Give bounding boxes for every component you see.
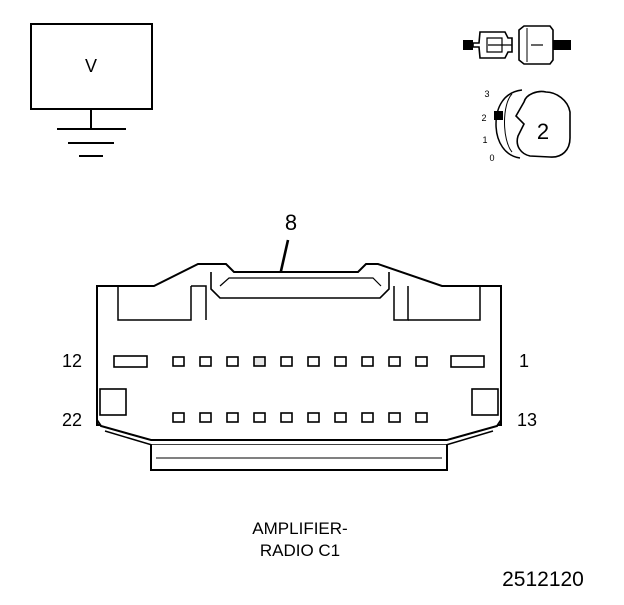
bottom-pin-cavity bbox=[388, 412, 401, 423]
bottom-pin-cavity bbox=[361, 412, 374, 423]
figure-id: 2512120 bbox=[502, 568, 584, 591]
bottom-pin-cavity bbox=[280, 412, 293, 423]
voltmeter-symbol: V bbox=[30, 23, 153, 157]
connector-caption-line2: RADIO C1 bbox=[260, 541, 340, 560]
bottom-pin-cavity bbox=[253, 412, 266, 423]
polarizing-slot-right bbox=[450, 355, 485, 368]
bottom-pin-cavity bbox=[172, 412, 185, 423]
pin-row-top bbox=[172, 356, 428, 367]
selector-position-3: 3 bbox=[484, 89, 489, 99]
bottom-pin-cavity bbox=[334, 412, 347, 423]
voltmeter-label: V bbox=[85, 56, 97, 76]
top-pin-cavity bbox=[307, 356, 320, 367]
probe-pin-number: 8 bbox=[285, 210, 297, 235]
pin-row-bottom bbox=[172, 412, 428, 423]
connector-caption-line1: AMPLIFIER- bbox=[252, 519, 347, 538]
connector-c1: 12 1 22 13 bbox=[62, 263, 537, 471]
selector-position-0: 0 bbox=[489, 153, 494, 163]
pin-label-13: 13 bbox=[517, 410, 537, 430]
ground-icon bbox=[57, 109, 126, 157]
top-pin-cavity bbox=[280, 356, 293, 367]
selector-setting: 2 bbox=[537, 119, 549, 144]
pin-label-12: 12 bbox=[62, 351, 82, 371]
top-pin-cavity bbox=[172, 356, 185, 367]
connector-latch bbox=[210, 272, 390, 299]
connector-housing bbox=[96, 263, 502, 426]
voltmeter-box bbox=[30, 23, 153, 110]
top-pin-cavity bbox=[334, 356, 347, 367]
probe-tool-icon bbox=[463, 25, 571, 65]
connector-lip bbox=[96, 419, 502, 441]
top-pin-cavity bbox=[415, 356, 428, 367]
bottom-pin-cavity bbox=[199, 412, 212, 423]
selector-knob-icon: 3 2 1 0 2 bbox=[481, 89, 571, 163]
top-pin-cavity bbox=[253, 356, 266, 367]
polarizing-slot-left bbox=[113, 355, 148, 368]
top-pin-cavity bbox=[388, 356, 401, 367]
top-pin-cavity bbox=[226, 356, 239, 367]
pin-label-22: 22 bbox=[62, 410, 82, 430]
bottom-pin-cavity bbox=[226, 412, 239, 423]
bottom-pin-cavity bbox=[415, 412, 428, 423]
side-lock-right bbox=[471, 388, 499, 416]
selector-position-1: 1 bbox=[482, 135, 487, 145]
bottom-pin-cavity bbox=[307, 412, 320, 423]
top-pin-cavity bbox=[361, 356, 374, 367]
pin-label-1: 1 bbox=[519, 351, 529, 371]
selector-position-2: 2 bbox=[481, 113, 486, 123]
top-pin-cavity bbox=[199, 356, 212, 367]
side-lock-left bbox=[99, 388, 127, 416]
